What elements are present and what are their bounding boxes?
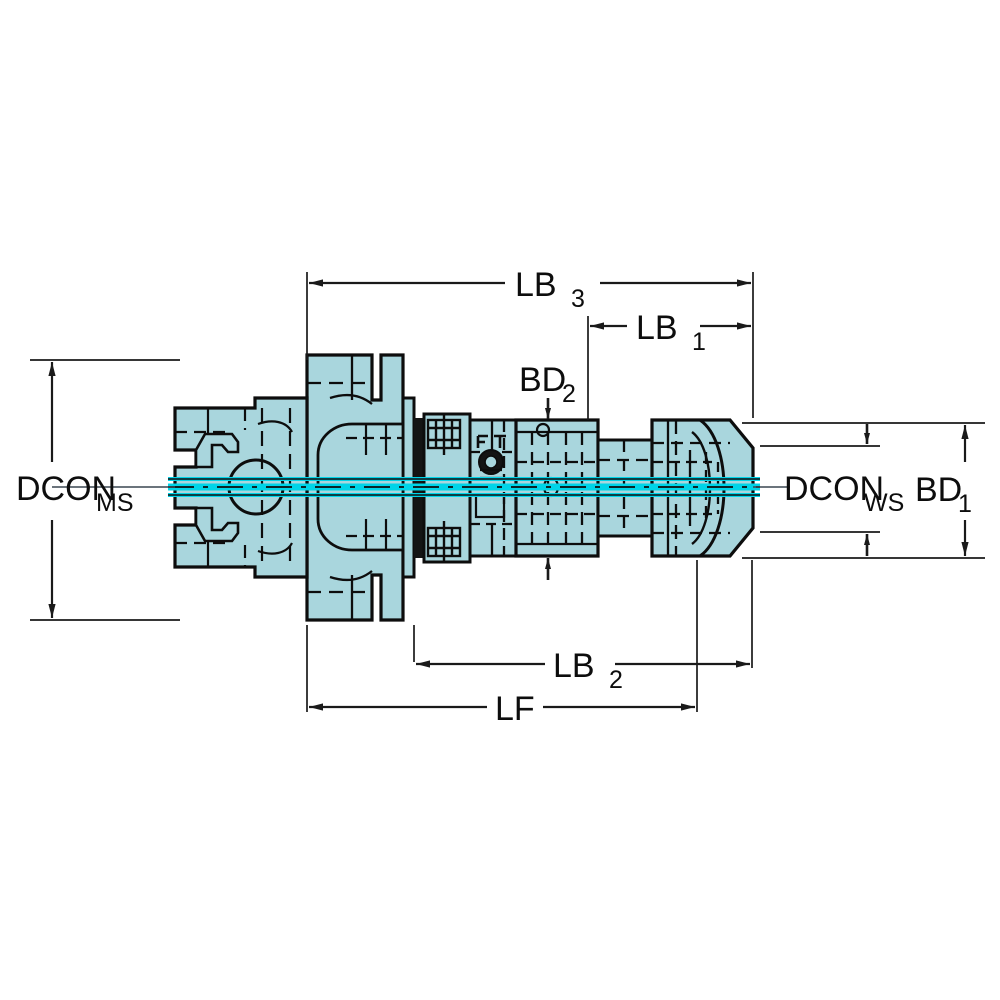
label-dcon-ws-main: DCON xyxy=(784,470,884,508)
label-lb2: LB 2 xyxy=(553,647,623,694)
label-lb1-main: LB xyxy=(636,309,678,347)
label-dcon-ms-main: DCON xyxy=(16,470,116,508)
label-lb3: LB 3 xyxy=(515,266,585,313)
label-lb2-main: LB xyxy=(553,647,595,685)
centre-axis xyxy=(52,477,790,497)
label-bd1-main: BD xyxy=(915,471,962,509)
label-bd1-sub: 1 xyxy=(958,490,972,518)
label-bd2-main: BD xyxy=(519,361,566,399)
label-dcon-ws-sub: WS xyxy=(864,489,904,517)
extension-lines xyxy=(30,272,985,712)
label-lf-main: LF xyxy=(495,690,535,728)
label-lf: LF xyxy=(495,690,535,728)
label-bd2: BD 2 xyxy=(519,361,576,408)
tool-geometry-group xyxy=(52,353,790,622)
label-lb2-sub: 2 xyxy=(609,666,623,694)
label-dcon-ms-sub: MS xyxy=(96,489,134,517)
label-dcon-ms: DCON MS xyxy=(16,470,134,517)
dimension-labels-group: LB 3 LB 1 LB 2 LF BD 2 BD 1 DCON MS DCON xyxy=(16,266,972,728)
label-bd2-sub: 2 xyxy=(562,380,576,408)
label-bd1: BD 1 xyxy=(915,471,972,518)
dimension-group xyxy=(30,272,985,712)
label-lb1: LB 1 xyxy=(636,309,706,356)
label-lb3-main: LB xyxy=(515,266,557,304)
label-dcon-ws: DCON WS xyxy=(784,470,904,517)
label-lb3-sub: 3 xyxy=(571,285,585,313)
label-lb1-sub: 1 xyxy=(692,328,706,356)
